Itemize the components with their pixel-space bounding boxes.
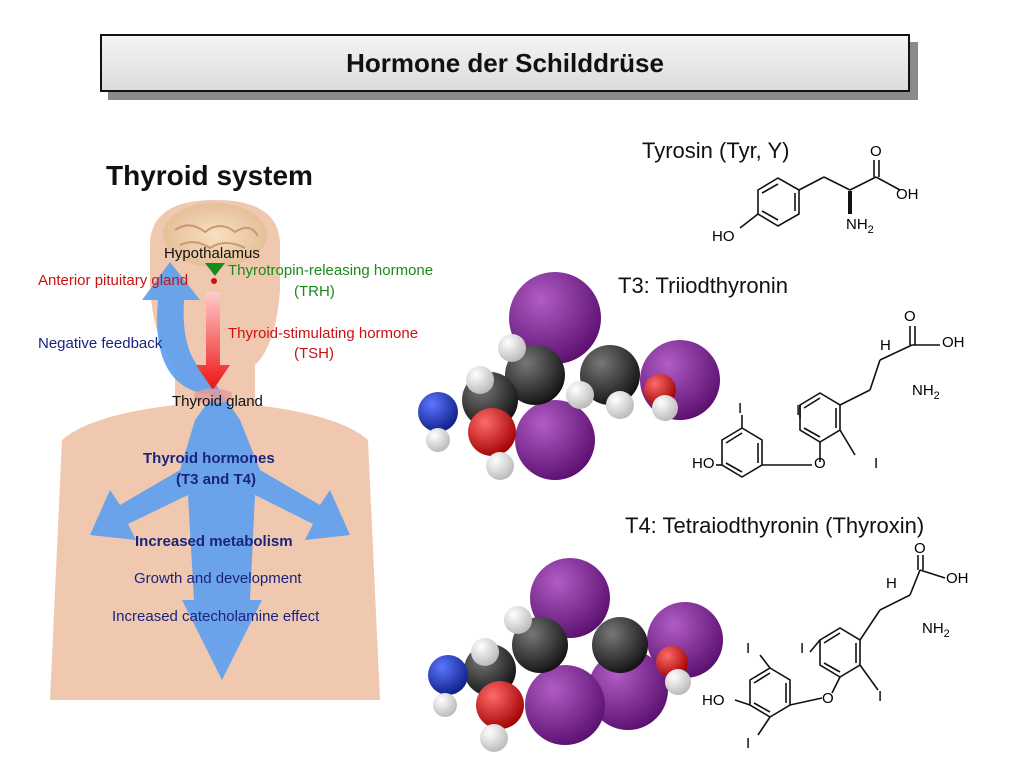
t3-atom-iodine: I xyxy=(874,455,879,472)
t4-hydrogen-atom xyxy=(471,638,499,666)
t4-atom-nh2: NH2 xyxy=(922,620,950,640)
t3-atom-ho: HO xyxy=(692,455,715,472)
t3-hydrogen-atom xyxy=(466,366,494,394)
t4-carbon-atom xyxy=(592,617,648,673)
feedback-arrow xyxy=(90,262,350,680)
t3-atom-iodine: I xyxy=(738,400,743,417)
t4-structure xyxy=(734,555,946,736)
effect-metabolism-label: Increased metabolism xyxy=(135,533,293,550)
t3-atom-nh2: NH2 xyxy=(912,382,940,402)
pituitary-label: Anterior pituitary gland xyxy=(38,272,189,289)
t3-hydrogen-atom xyxy=(426,428,450,452)
t3-nitrogen-atom xyxy=(418,392,458,432)
t4-atom-iodine: I xyxy=(878,688,883,705)
t4-hydrogen-atom xyxy=(665,669,691,695)
t4-space-filling-model xyxy=(428,558,723,752)
title-box: Hormone der Schilddrüse xyxy=(100,34,910,92)
tyrosine-atom-ho: HO xyxy=(712,228,735,245)
thyroid-gland-shape xyxy=(194,388,232,403)
t3-carbon-atom xyxy=(505,345,565,405)
t4-atom-ho: HO xyxy=(702,692,725,709)
t4-iodine-atom xyxy=(530,558,610,638)
thyroid-hormones-label-line1: Thyroid hormones xyxy=(143,450,275,467)
t3-hydrogen-atom xyxy=(606,391,634,419)
t3-atom-iodine: I xyxy=(796,402,801,419)
tsh-arrow xyxy=(196,292,230,390)
t3-oxygen-atom xyxy=(468,408,516,456)
t3-structure xyxy=(716,326,940,478)
t4-nitrogen-atom xyxy=(428,655,468,695)
t3-iodine-atom xyxy=(515,400,595,480)
t4-atom-o: O xyxy=(914,540,926,557)
thyroid-hormones-label-line2: (T3 and T4) xyxy=(176,471,257,488)
t3-hydrogen-atom xyxy=(498,334,526,362)
t3-hydrogen-atom xyxy=(486,452,514,480)
t4-atom-iodine: I xyxy=(800,640,805,657)
t4-hydrogen-atom xyxy=(504,606,532,634)
t3-atom-h: H xyxy=(880,337,891,354)
thyroid-gland-label: Thyroid gland xyxy=(172,393,263,410)
effect-catecholamine-label: Increased catecholamine effect xyxy=(112,608,320,625)
tsh-label-line2: (TSH) xyxy=(294,345,334,362)
tyrosine-title: Tyrosin (Tyr, Y) xyxy=(642,138,790,163)
t4-hydrogen-atom xyxy=(480,724,508,752)
t3-carbon-atom xyxy=(580,345,640,405)
effect-growth-label: Growth and development xyxy=(134,570,302,587)
brain xyxy=(163,203,267,267)
tsh-label-line1: Thyroid-stimulating hormone xyxy=(228,325,419,342)
t3-title: T3: Triiodthyronin xyxy=(618,273,788,298)
negative-feedback-label: Negative feedback xyxy=(38,335,163,352)
t3-atom-ether-o: O xyxy=(814,455,826,472)
hypothalamus-marker xyxy=(205,263,225,276)
t4-atom-h: H xyxy=(886,575,897,592)
trh-label-line1: Thyrotropin-releasing hormone xyxy=(228,262,434,279)
t4-atom-iodine: I xyxy=(746,735,751,752)
t4-atom-ether-o: O xyxy=(822,690,834,707)
t4-atom-iodine: I xyxy=(746,640,751,657)
t3-iodine-atom xyxy=(509,272,601,364)
t4-iodine-atom xyxy=(525,665,605,745)
hypothalamus-label: Hypothalamus xyxy=(164,245,260,262)
page-title: Hormone der Schilddrüse xyxy=(346,47,664,78)
tyrosine-atom-nh2: NH2 xyxy=(846,216,874,236)
t4-atom-oh: OH xyxy=(946,570,969,587)
t3-atom-o: O xyxy=(904,308,916,325)
trh-label-line2: (TRH) xyxy=(294,283,335,300)
t3-hydrogen-atom xyxy=(652,395,678,421)
t3-space-filling-model xyxy=(418,272,720,480)
thyroid-heading: Thyroid system xyxy=(106,160,313,191)
t4-title: T4: Tetraiodthyronin (Thyroxin) xyxy=(625,513,925,538)
t3-atom-oh: OH xyxy=(942,334,965,351)
tyrosine-atom-oh: OH xyxy=(896,186,919,203)
pituitary-dot xyxy=(211,278,217,284)
t4-hydrogen-atom xyxy=(433,693,457,717)
t3-hydrogen-atom xyxy=(566,381,594,409)
t4-oxygen-atom xyxy=(476,681,524,729)
tyrosine-atom-o: O xyxy=(870,143,882,160)
tyrosine-structure xyxy=(739,160,901,229)
